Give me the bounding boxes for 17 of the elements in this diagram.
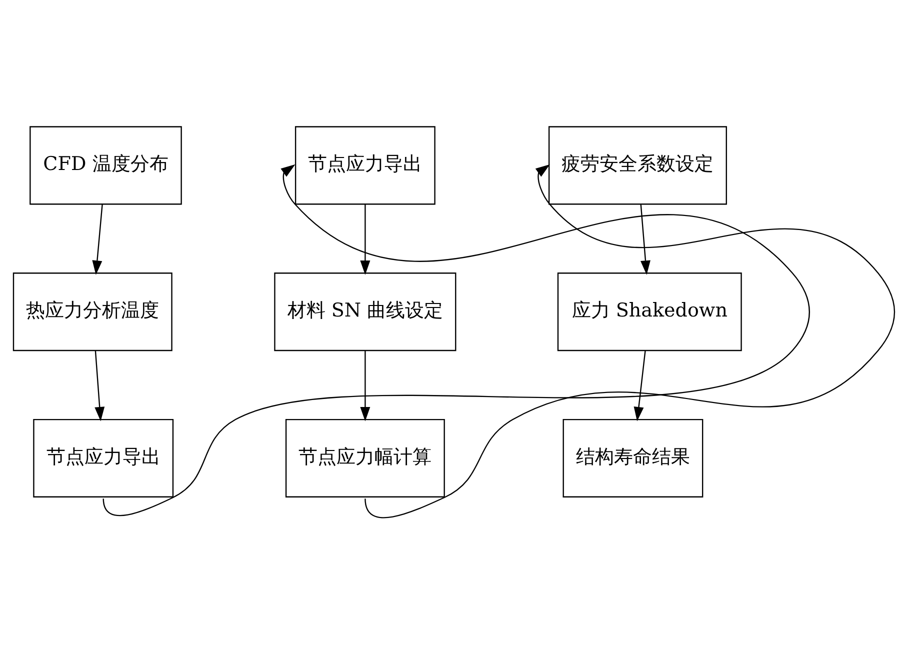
node-box: 热应力分析温度 xyxy=(12,272,172,352)
node-box: 节点应力幅计算 xyxy=(285,418,445,498)
arrow xyxy=(360,204,370,275)
arrow xyxy=(364,164,895,518)
arrow xyxy=(102,164,810,516)
arrow xyxy=(94,350,105,422)
node-box: 节点应力导出 xyxy=(294,126,436,205)
node-box: 材料 SN 曲线设定 xyxy=(274,272,456,352)
arrow xyxy=(360,350,370,422)
arrow xyxy=(92,204,103,275)
arrow xyxy=(634,350,646,422)
node-box: 应力 Shakedown xyxy=(557,272,742,352)
node-box: 疲劳安全系数设定 xyxy=(548,126,727,205)
node-box: CFD 温度分布 xyxy=(30,126,182,205)
node-box: 结构寿命结果 xyxy=(562,418,704,498)
node-box: 节点应力导出 xyxy=(33,418,174,498)
arrow xyxy=(640,204,650,275)
